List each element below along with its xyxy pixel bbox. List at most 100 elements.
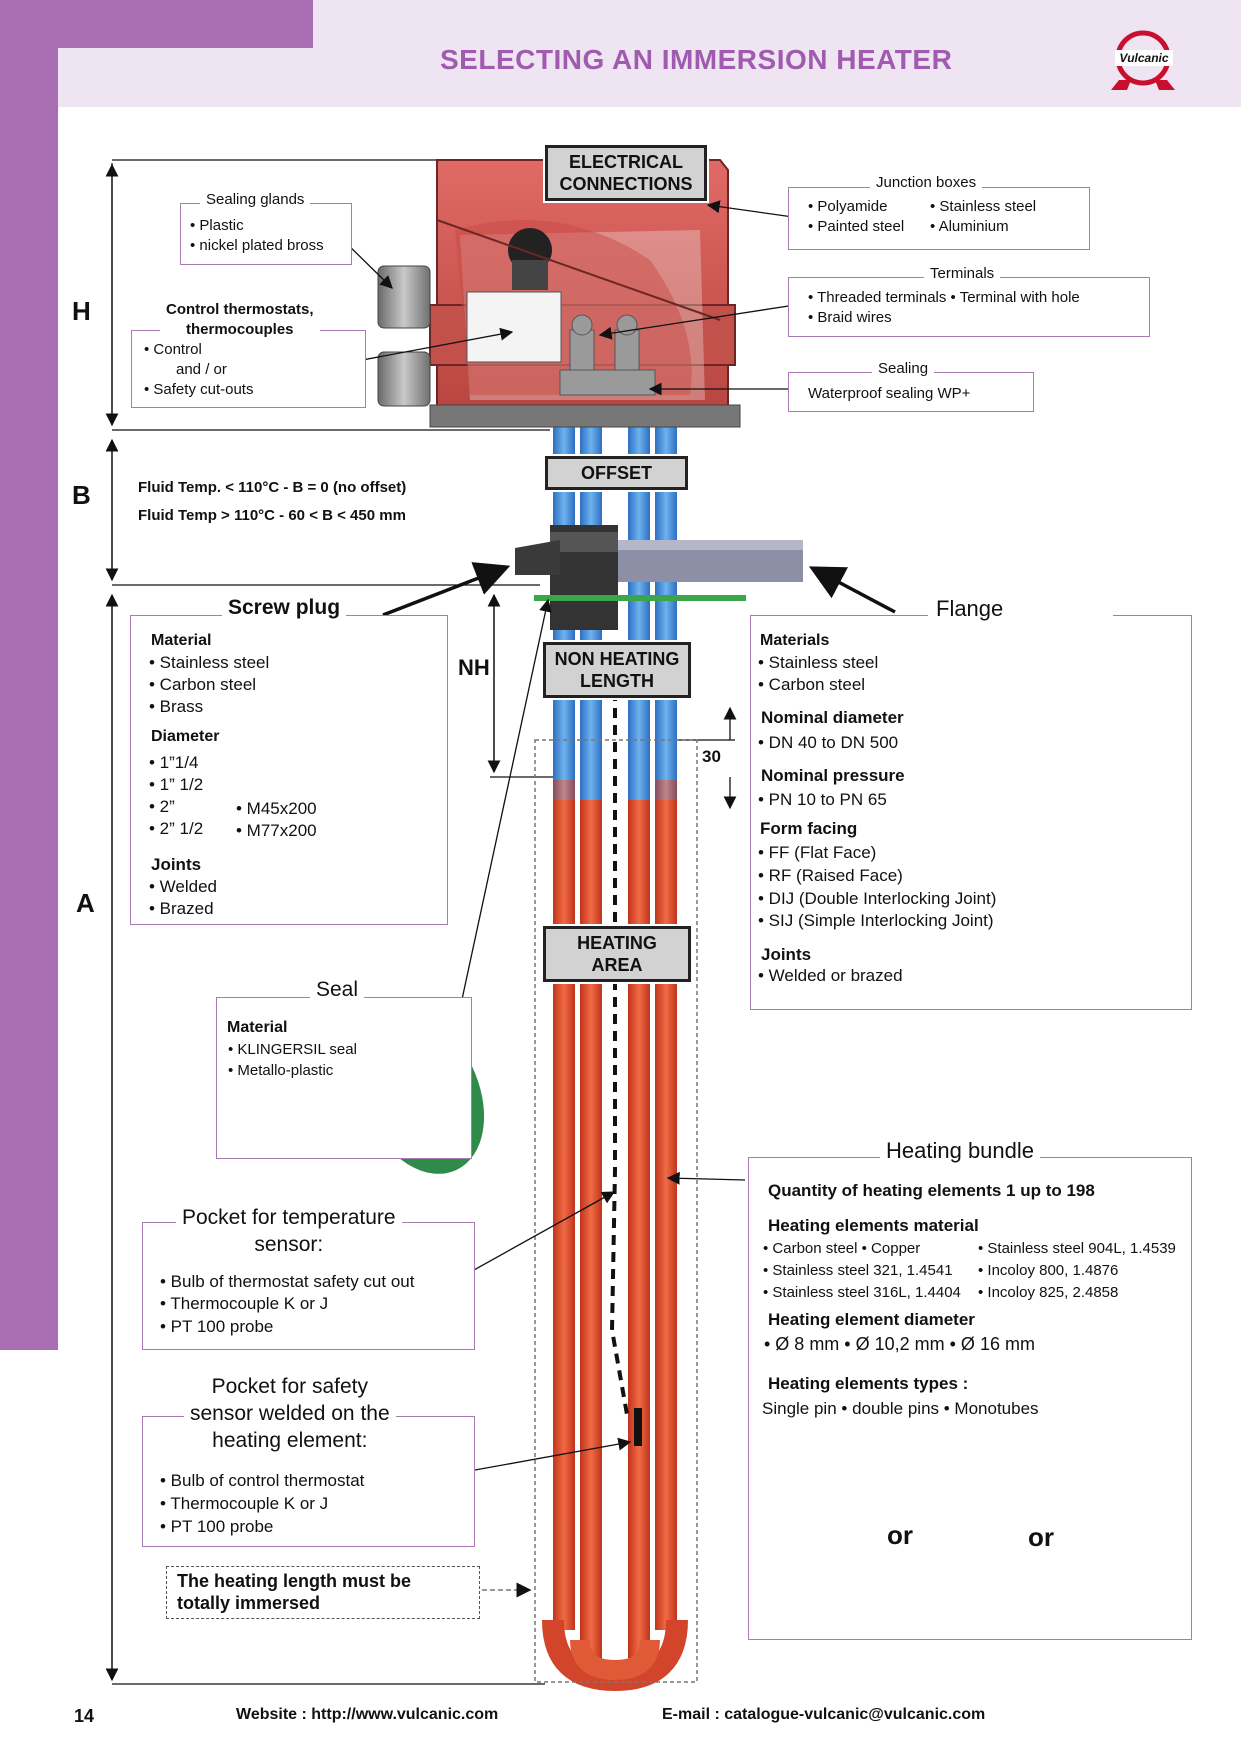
terminals-box	[788, 277, 1150, 337]
dim-a-label: A	[76, 888, 95, 918]
flange-facing-item: • DIJ (Double Interlocking Joint)	[758, 889, 997, 908]
pocket-safety-item: • PT 100 probe	[160, 1517, 274, 1536]
screw-plug-box	[130, 615, 448, 925]
control-item: • Control	[144, 341, 202, 358]
flange-nominal-diameter-item: • DN 40 to DN 500	[758, 733, 899, 752]
heating-types-item: Single pin • double pins • Monotubes	[762, 1399, 1039, 1418]
heating-material-item: • Stainless steel 904L, 1.4539	[978, 1240, 1176, 1257]
screw-plug-joints-item: • Welded	[149, 877, 218, 896]
junction-item: • Polyamide	[808, 198, 888, 215]
flange-nominal-diameter-heading: Nominal diameter	[761, 708, 904, 727]
sealing-title: Sealing	[872, 360, 935, 377]
pocket-temperature-item: • PT 100 probe	[160, 1317, 274, 1336]
flange-materials-heading: Materials	[760, 632, 830, 649]
heating-bundle-quantity: Quantity of heating elements 1 up to 198	[768, 1181, 1095, 1200]
screw-plug-material-heading: Material	[151, 632, 212, 649]
flange-facing-item: • SIJ (Simple Interlocking Joint)	[758, 911, 994, 930]
sealing-glands-item: • nickel plated bross	[190, 237, 324, 254]
screw-plug-diameter-item: • 2” 1/2	[149, 819, 204, 838]
seal-item: • Metallo-plastic	[228, 1062, 334, 1079]
header-accent-strip	[58, 0, 313, 48]
dim-30-label: 30	[702, 747, 721, 766]
non-heating-length-label: NON HEATING LENGTH	[541, 640, 693, 700]
flange-joints-item: • Welded or brazed	[758, 966, 903, 985]
electrical-line-2: CONNECTIONS	[559, 174, 693, 194]
screw-plug-diameter-item: • M77x200	[236, 821, 317, 840]
screw-plug-diameter-item: • 1”1/4	[149, 753, 199, 772]
screw-plug-material-item: • Stainless steel	[149, 653, 270, 672]
pocket-temperature-title: Pocket for temperature sensor:	[176, 1204, 402, 1258]
vulcanic-logo: Vulcanic	[1111, 30, 1175, 90]
pocket-temperature-title-line-1: Pocket for temperature	[182, 1206, 396, 1229]
electrical-line-1: ELECTRICAL	[569, 152, 683, 172]
control-item: • Safety cut-outs	[144, 381, 254, 398]
non-heating-line-2: LENGTH	[580, 671, 654, 691]
offset-note-2: Fluid Temp > 110°C - 60 < B < 450 mm	[138, 507, 406, 524]
heating-material-item: • Stainless steel 321, 1.4541	[763, 1262, 953, 1279]
heating-area-line-2: AREA	[591, 955, 643, 975]
control-thermostats-box	[131, 330, 366, 408]
dim-h-label: H	[72, 296, 91, 326]
flange-nominal-pressure-heading: Nominal pressure	[761, 766, 905, 785]
pocket-safety-item: • Thermocouple K or J	[160, 1494, 329, 1513]
junction-boxes-title: Junction boxes	[870, 174, 983, 191]
heating-bundle-title: Heating bundle	[880, 1138, 1041, 1164]
terminals-item: • Threaded terminals • Terminal with hol…	[808, 289, 1080, 306]
heating-types-heading: Heating elements types :	[768, 1374, 969, 1393]
heating-material-item: • Incoloy 825, 2.4858	[978, 1284, 1119, 1301]
pocket-temperature-title-line-2: sensor:	[254, 1233, 324, 1256]
heating-material-item: • Carbon steel • Copper	[763, 1240, 921, 1257]
sealing-glands-box	[180, 203, 352, 265]
pocket-temperature-item: • Bulb of thermostat safety cut out	[160, 1272, 415, 1291]
screw-plug-joints-item: • Brazed	[149, 899, 214, 918]
sealing-item: Waterproof sealing WP+	[808, 385, 971, 402]
pocket-temperature-item: • Thermocouple K or J	[160, 1294, 329, 1313]
screw-plug-diameter-item: • 1” 1/2	[149, 775, 204, 794]
heating-diameter-heading: Heating element diameter	[768, 1310, 975, 1329]
terminals-title: Terminals	[924, 265, 1001, 282]
flange-title: Flange	[928, 596, 1113, 622]
flange-nominal-pressure-item: • PN 10 to PN 65	[758, 790, 887, 809]
seal-box	[216, 997, 472, 1159]
footer-email[interactable]: E-mail : catalogue-vulcanic@vulcanic.com	[662, 1706, 986, 1723]
flange-joints-heading: Joints	[761, 945, 812, 964]
offset-label: OFFSET	[543, 454, 690, 492]
control-thermostats-title: Control thermostats, thermocouples	[160, 300, 320, 340]
immersed-note-line-2: totally immersed	[177, 1593, 321, 1613]
heating-material-item: • Stainless steel 316L, 1.4404	[763, 1284, 961, 1301]
flange-materials-item: • Stainless steel	[758, 653, 879, 672]
side-accent-notch	[0, 1310, 58, 1350]
side-accent-bar	[0, 0, 58, 1350]
screw-plug-material-item: • Carbon steel	[149, 675, 257, 694]
pocket-safety-title-line-3: heating element:	[212, 1429, 368, 1452]
junction-item: • Stainless steel	[930, 198, 1037, 215]
or-label-2: or	[1028, 1522, 1054, 1552]
control-title-line-2: thermocouples	[185, 321, 294, 338]
heating-material-heading: Heating elements material	[768, 1216, 979, 1235]
sealing-glands-title: Sealing glands	[200, 191, 311, 208]
screw-plug-diameter-heading: Diameter	[151, 728, 220, 745]
heating-diameter-item: • Ø 8 mm • Ø 10,2 mm • Ø 16 mm	[764, 1334, 1035, 1354]
terminals-item: • Braid wires	[808, 309, 892, 326]
control-item: and / or	[176, 361, 227, 378]
electrical-connections-label: ELECTRICAL CONNECTIONS	[543, 143, 709, 203]
non-heating-line-1: NON HEATING	[554, 649, 680, 669]
immersed-note-line-1: The heating length must be	[177, 1571, 412, 1591]
dim-b-label: B	[72, 480, 91, 510]
screw-plug-diameter-item: • M45x200	[236, 799, 317, 818]
pocket-safety-item: • Bulb of control thermostat	[160, 1471, 365, 1490]
offset-note-1: Fluid Temp. < 110°C - B = 0 (no offset)	[138, 479, 407, 496]
sealing-glands-item: • Plastic	[190, 217, 244, 234]
screw-plug-material-item: • Brass	[149, 697, 204, 716]
screw-plug-joints-heading: Joints	[151, 855, 202, 874]
heating-area-line-1: HEATING	[577, 933, 657, 953]
seal-item: • KLINGERSIL seal	[228, 1041, 357, 1058]
screw-plug-title: Screw plug	[222, 596, 347, 620]
or-label-1: or	[887, 1520, 913, 1550]
pocket-safety-title-line-1: Pocket for safety	[211, 1375, 369, 1398]
junction-item: • Painted steel	[808, 218, 905, 235]
footer-website[interactable]: Website : http://www.vulcanic.com	[236, 1706, 499, 1723]
flange-facing-heading: Form facing	[760, 819, 858, 838]
heating-area-label: HEATING AREA	[541, 924, 693, 984]
svg-text:Vulcanic: Vulcanic	[1119, 51, 1168, 65]
